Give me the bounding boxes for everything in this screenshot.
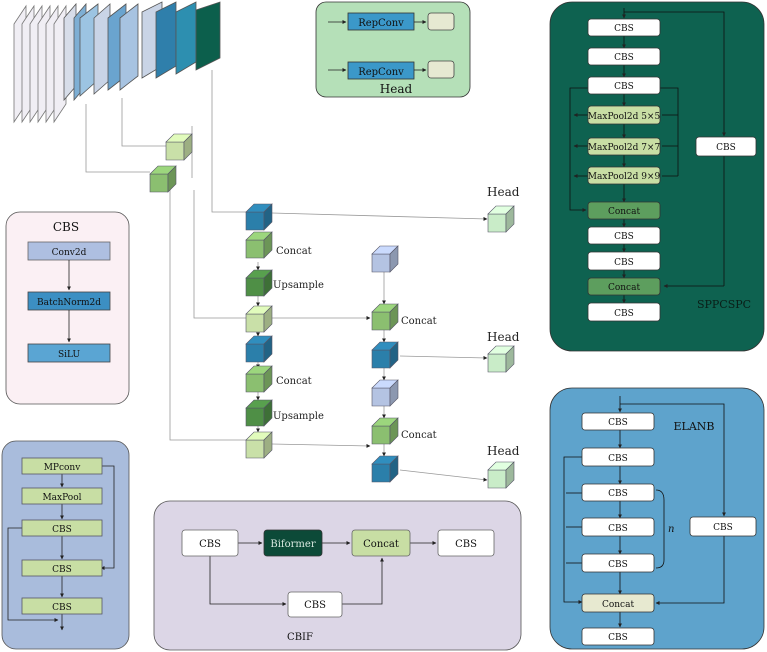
cube-concat-1	[245, 231, 273, 259]
cbif-output-label: CBS	[455, 539, 477, 550]
sppcspc-title: SPPCSPC	[697, 298, 751, 311]
elanb-cbs-3: CBS	[608, 489, 628, 499]
concat-label-1: Concat	[276, 246, 312, 257]
network-connectors	[85, 70, 488, 482]
cube-head-2	[487, 345, 515, 373]
elanb-panel: CBS CBS CBS CBS CBS Concat CBS CBS n ELA…	[549, 387, 765, 650]
cube-backbone-1	[165, 133, 193, 161]
mp-cbs-label-1: CBS	[52, 525, 72, 535]
sppcspc-panel: CBS CBS CBS MaxPool2d 5×5 MaxPool2d 7×7 …	[549, 1, 765, 352]
backbone-stack	[13, 1, 221, 124]
elanb-cbs-1: CBS	[608, 418, 628, 428]
elanb-repeat-label: n	[668, 524, 674, 535]
spp-blocks	[587, 18, 757, 322]
repconv-label-2: RepConv	[358, 67, 404, 78]
cube-pan-1	[371, 245, 399, 273]
cbs-panel: CBS Conv2d BatchNorm2d SiLU	[5, 211, 130, 405]
cbif-title: CBIF	[287, 632, 313, 643]
cbif-concat-label: Concat	[363, 539, 399, 550]
elanb-title: ELANB	[674, 420, 715, 433]
upsample-label-2: Upsample	[273, 411, 324, 422]
head-label-2: Head	[487, 330, 520, 344]
cbif-input-label: CBS	[199, 539, 221, 550]
conv2d-label: Conv2d	[52, 248, 87, 258]
network-cubes	[149, 133, 515, 489]
cube-pan-4	[371, 455, 399, 483]
head-label-3: Head	[487, 444, 520, 458]
spp-concat-1: Concat	[608, 207, 641, 217]
concat-label-2: Concat	[276, 376, 312, 387]
cube-head-1	[487, 205, 515, 233]
silu-label: SiLU	[58, 350, 81, 360]
cube-pan-3	[371, 379, 399, 407]
maxpool-label: MaxPool	[42, 493, 81, 503]
cube-backbone-2	[149, 165, 177, 193]
spp-maxpool-9: MaxPool2d 9×9	[588, 172, 661, 182]
elanb-side-cbs: CBS	[713, 523, 733, 533]
head-panel-title: Head	[380, 82, 413, 96]
spp-cbs-2: CBS	[614, 53, 634, 63]
spp-cbs-5: CBS	[614, 258, 634, 268]
cube-concat-2	[245, 365, 273, 393]
mp-panel: MPconv MaxPool CBS CBS CBS	[1, 440, 130, 650]
elanb-cbs-6: CBS	[608, 633, 628, 643]
mpconv-label: MPconv	[44, 463, 82, 473]
mp-cbs-label-3: CBS	[52, 603, 72, 613]
head-panel: RepConv RepConv Head	[315, 1, 471, 98]
spp-concat-2: Concat	[608, 283, 641, 293]
spp-maxpool-5: MaxPool2d 5×5	[588, 112, 661, 122]
spp-cbs-1: CBS	[614, 24, 634, 34]
spp-maxpool-7: MaxPool2d 7×7	[588, 143, 661, 153]
cube-head-3	[487, 461, 515, 489]
cbs-panel-title: CBS	[53, 220, 79, 234]
elanb-cbs-2: CBS	[608, 454, 628, 464]
spp-cbs-3: CBS	[614, 82, 634, 92]
cube-pan-concat-1	[371, 303, 399, 331]
cube-neck-3	[245, 335, 273, 363]
elanb-cbs-5: CBS	[608, 560, 628, 570]
mp-cbs-label-2: CBS	[52, 565, 72, 575]
repconv-label-1: RepConv	[358, 18, 404, 29]
batchnorm2d-label: BatchNorm2d	[37, 298, 101, 308]
cube-neck-4	[245, 431, 273, 459]
elanb-concat: Concat	[602, 600, 635, 610]
cube-upsample-1	[245, 269, 273, 297]
cube-neck-2	[245, 305, 273, 333]
spp-cbs-4: CBS	[614, 232, 634, 242]
spp-side-cbs: CBS	[716, 143, 736, 153]
concat-label-3: Concat	[401, 316, 437, 327]
cube-upsample-2	[245, 399, 273, 427]
cube-pan-2	[371, 341, 399, 369]
elanb-cbs-4: CBS	[608, 524, 628, 534]
cbif-panel: CBS Biformer Concat CBS CBS CBIF	[153, 500, 522, 651]
biformer-label: Biformer	[270, 539, 315, 550]
cbif-branch-label: CBS	[304, 600, 326, 611]
spp-cbs-6: CBS	[614, 309, 634, 319]
cube-neck-1	[245, 203, 273, 231]
network-labels: Concat Upsample Concat Upsample Concat C…	[273, 185, 520, 458]
upsample-label-1: Upsample	[273, 280, 324, 291]
cube-pan-concat-2	[371, 417, 399, 445]
head-label-1: Head	[487, 185, 520, 199]
concat-label-4: Concat	[401, 430, 437, 441]
